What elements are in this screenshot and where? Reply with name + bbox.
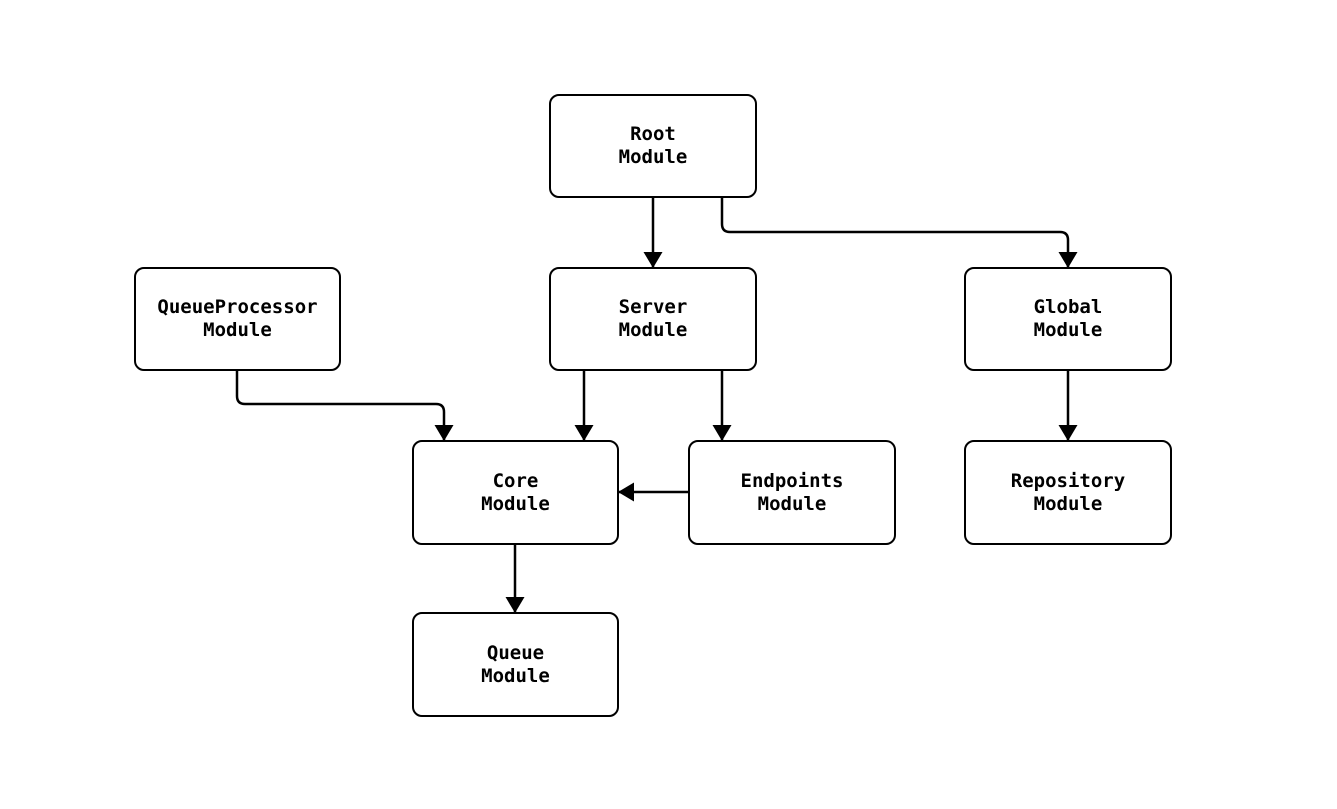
node-queue-label-line: Module xyxy=(481,664,550,687)
node-endpoints-label-line: Module xyxy=(757,492,827,515)
node-queueprocessor-label-line: Module xyxy=(203,319,272,341)
node-root-label-line: Root xyxy=(630,123,676,145)
node-server-label-line: Server xyxy=(618,296,688,318)
node-queueprocessor-label-line: QueueProcessor xyxy=(157,296,318,318)
node-repository-label-line: Repository xyxy=(1010,469,1126,492)
node-root-label-line: Module xyxy=(618,146,688,168)
node-queue-label-line: Queue xyxy=(486,641,545,664)
node-core-label-line: Core xyxy=(492,469,539,492)
edge-root-to-global xyxy=(720,198,1078,268)
node-global-label-line: Module xyxy=(1033,319,1103,341)
node-server-label-line: Module xyxy=(618,319,688,341)
node-repository-label-line: Module xyxy=(1033,492,1103,515)
node-core-label-line: Module xyxy=(481,492,550,515)
node-endpoints-label-line: Endpoints xyxy=(740,469,844,492)
edge-queueprocessor-to-core xyxy=(235,371,454,441)
node-global-label-line: Global xyxy=(1033,296,1103,318)
